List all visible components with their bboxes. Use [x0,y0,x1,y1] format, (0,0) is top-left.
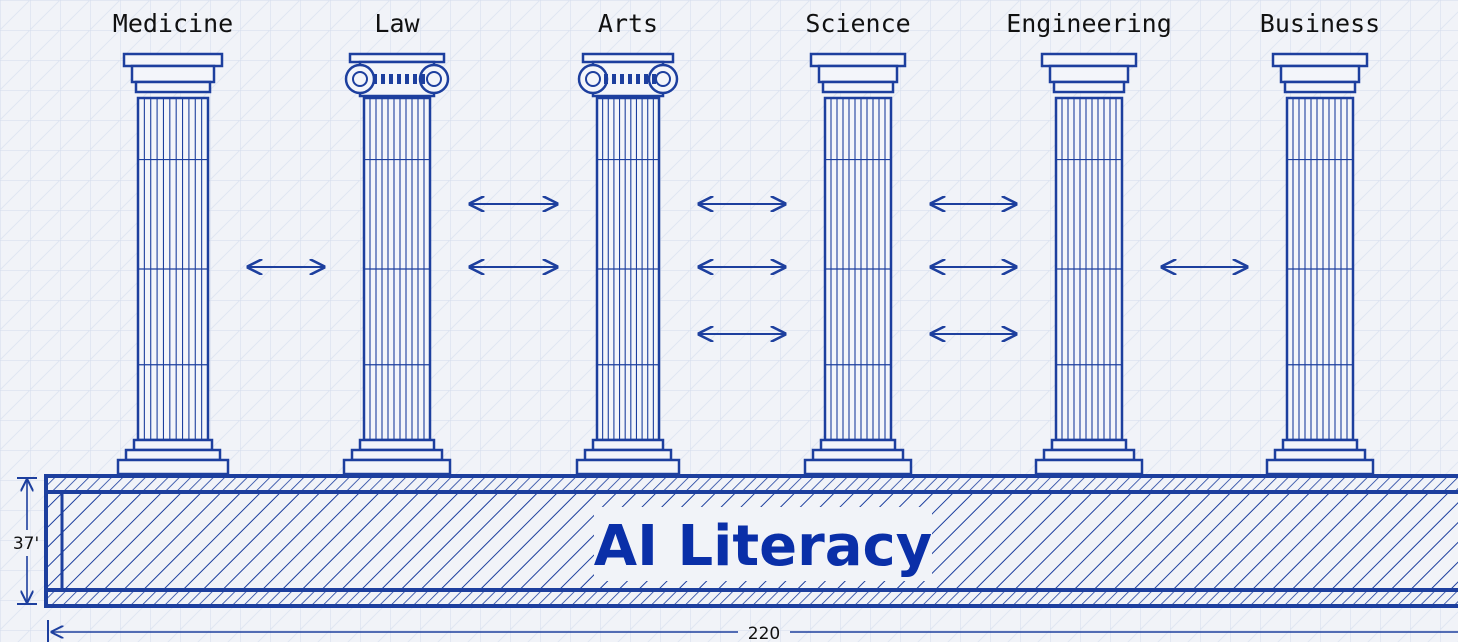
pillar-capital-doric [1040,52,1138,99]
pillar-label-engineering: Engineering [1006,9,1172,38]
pillar-engineering: Engineering [1006,9,1172,476]
foundation-bottom-band [44,588,1458,608]
pillar-base [116,438,230,476]
pillar-flutes [364,98,430,440]
pillar-flutes [138,98,208,440]
pillar-label-science: Science [805,9,910,38]
pillar-capital-doric [809,52,907,99]
ai-literacy-foundation: AI Literacy [44,474,1458,608]
pillar-label-medicine: Medicine [113,9,233,38]
pillar-flutes [597,98,659,440]
pillar-business: Business [1260,9,1380,476]
pillars-group: Medicine Law Arts Science Engineering Busines… [113,9,1380,476]
pillar-capital-doric [122,52,224,99]
foundation-label: AI Literacy [594,514,932,579]
pillar-science: Science [803,9,913,476]
pillar-capital-ionic [577,52,679,98]
pillar-medicine: Medicine [113,9,233,476]
pillar-label-business: Business [1260,9,1380,38]
pillar-base [803,438,913,476]
pillar-base [575,438,681,476]
pillar-law: Law [342,9,452,476]
height-dimension-label: 37' [13,534,39,554]
foundation-top-band [44,474,1458,494]
pillar-label-arts: Arts [598,9,658,38]
pillar-base [1265,438,1375,476]
connection-arrows-group [248,204,1247,334]
pillar-base [1034,438,1144,476]
pillar-flutes [1056,98,1122,440]
height-dimension: 37' [13,477,39,605]
pillar-capital-ionic [344,52,450,98]
pillar-base [342,438,452,476]
pillar-label-law: Law [374,9,420,38]
width-dimension-label: 220 [748,624,780,642]
pillar-flutes [825,98,891,440]
foundation-label-backdrop [594,507,932,581]
pillar-capital-doric [1271,52,1369,99]
width-dimension: 220 [47,620,1458,642]
pillar-flutes [1287,98,1353,440]
pillar-arts: Arts [575,9,681,476]
